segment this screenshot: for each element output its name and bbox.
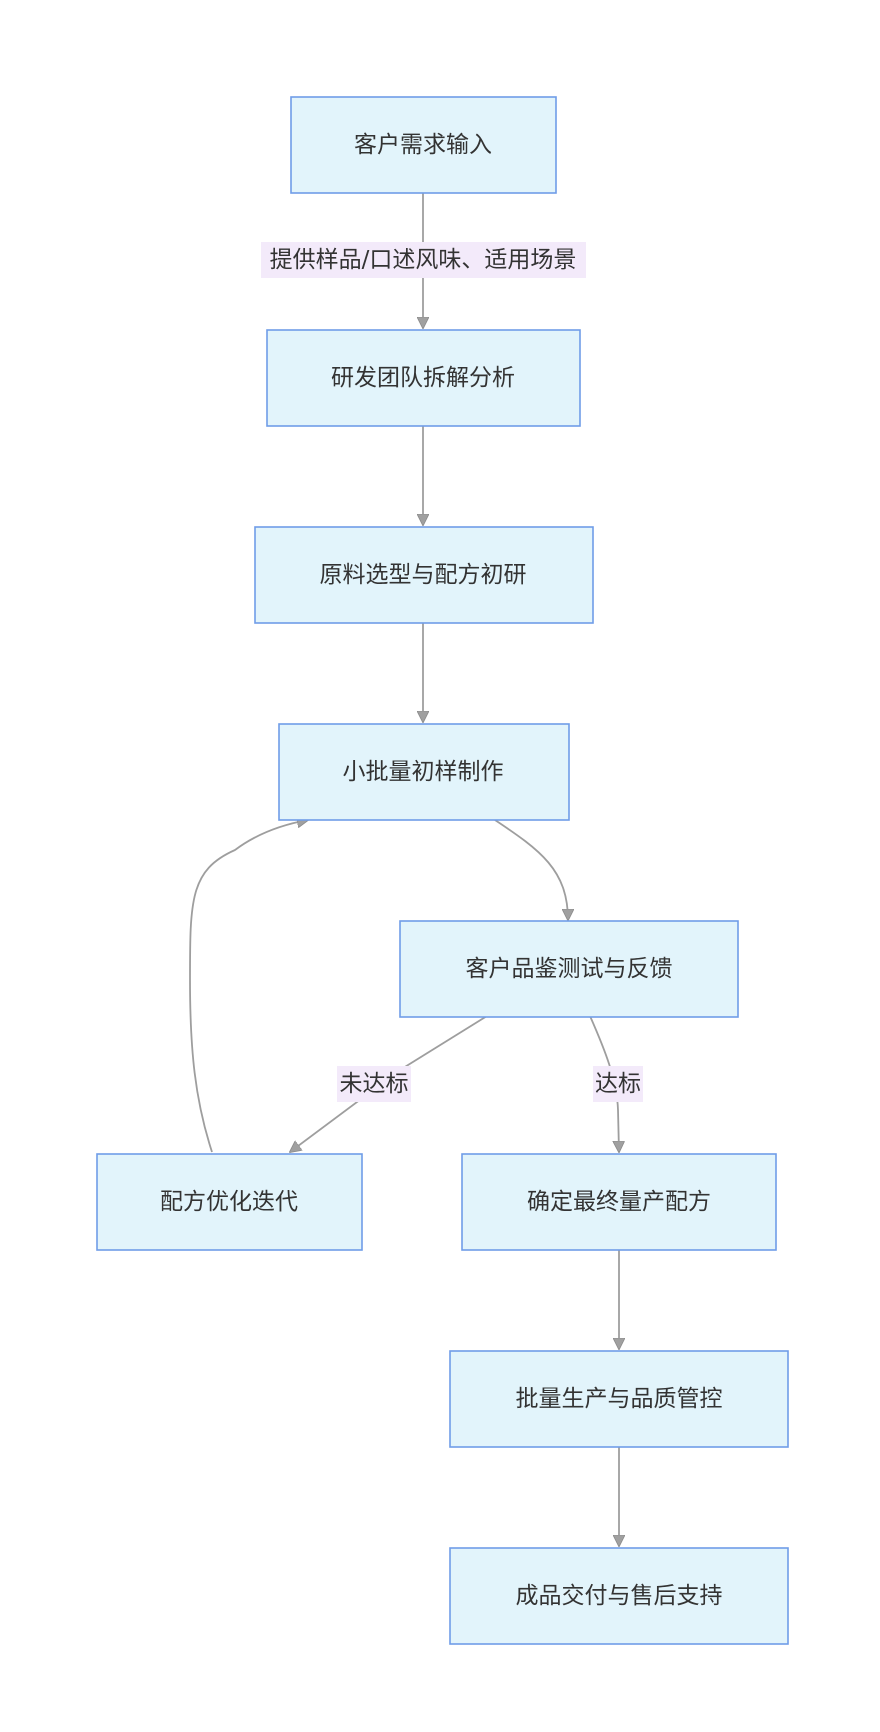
edge-label-bg-fail [337,1066,411,1102]
node-customer-input[interactable]: 客户需求输入 [290,96,557,194]
edge-label-bg-samples [261,242,586,278]
edge-optimize-to-sample [189,820,308,1153]
node-delivery-support-label: 成品交付与售后支持 [516,1583,723,1609]
node-customer-tasting[interactable]: 客户品鉴测试与反馈 [399,920,739,1018]
node-rd-analysis[interactable]: 研发团队拆解分析 [266,329,581,427]
node-rd-analysis-label: 研发团队拆解分析 [331,365,515,391]
node-formula-optimize-label: 配方优化迭代 [160,1189,298,1215]
edge-label-samples: 提供样品/口述风味、适用场景 [270,247,577,273]
node-material-formula-label: 原料选型与配方初研 [320,562,527,588]
edge-label-pass: 达标 [595,1071,641,1097]
node-mass-production-label: 批量生产与品质管控 [516,1386,723,1412]
node-material-formula[interactable]: 原料选型与配方初研 [254,526,594,624]
node-delivery-support[interactable]: 成品交付与售后支持 [449,1547,789,1645]
edge-labels: 提供样品/口述风味、适用场景 未达标 达标 [261,242,643,1102]
node-final-formula[interactable]: 确定最终量产配方 [461,1153,777,1251]
node-final-formula-label: 确定最终量产配方 [527,1189,711,1215]
node-mass-production[interactable]: 批量生产与品质管控 [449,1350,789,1448]
edge-label-fail: 未达标 [340,1071,409,1097]
node-customer-tasting-label: 客户品鉴测试与反馈 [466,956,673,982]
node-customer-input-label: 客户需求输入 [354,132,492,158]
edge-label-bg-pass [593,1066,643,1102]
nodes: 客户需求输入 研发团队拆解分析 原料选型与配方初研 小批量初样制作 客户品鉴测试… [96,96,789,1645]
edge-sample-to-tasting [494,819,568,920]
node-small-batch-sample[interactable]: 小批量初样制作 [278,723,570,821]
node-formula-optimize[interactable]: 配方优化迭代 [96,1153,363,1251]
node-small-batch-sample-label: 小批量初样制作 [343,759,504,785]
